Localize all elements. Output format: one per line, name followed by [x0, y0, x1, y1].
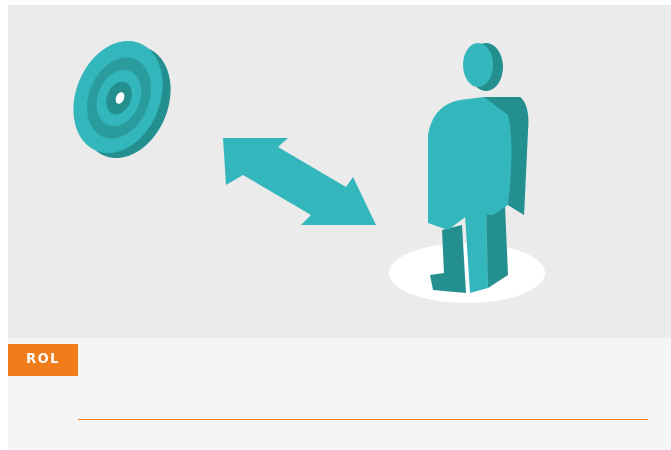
target-icon	[57, 27, 186, 171]
bidirectional-arrow-icon	[223, 138, 376, 225]
role-tag: ROL	[8, 344, 78, 376]
divider-line	[78, 419, 648, 420]
role-card: ROL	[8, 5, 671, 450]
person-icon	[389, 43, 545, 303]
role-illustration	[8, 5, 671, 338]
